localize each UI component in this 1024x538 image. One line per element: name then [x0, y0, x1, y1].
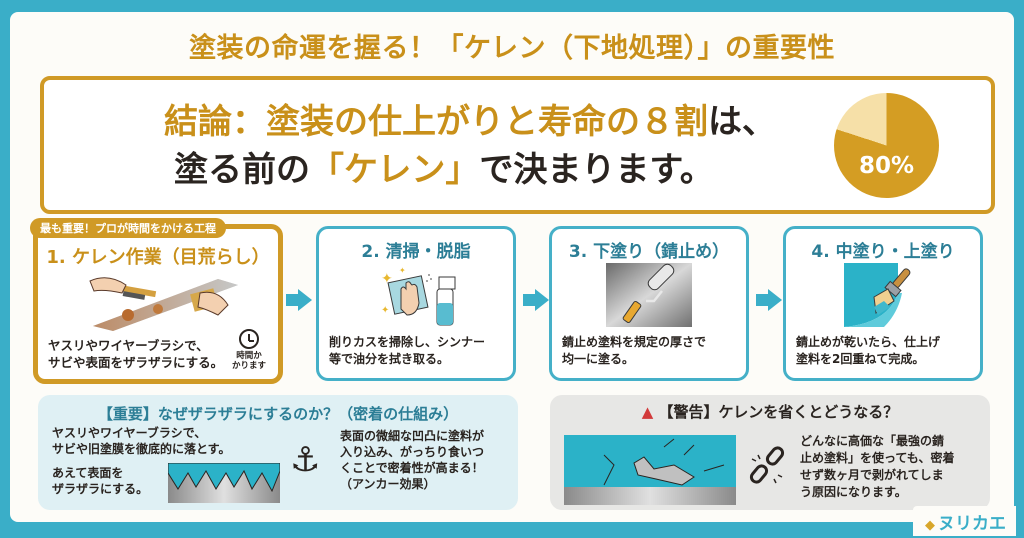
step-title: 4. 中塗り・上塗り — [811, 242, 955, 262]
why-text-2-line2: ザラザラにする。 — [52, 482, 149, 496]
arrow-right-icon — [286, 289, 312, 311]
step-desc-line1: 錆止め塗料を規定の厚さで — [562, 335, 707, 349]
most-important-badge: 最も重要！プロが時間をかける工程 — [30, 218, 226, 238]
why-text-1: ヤスリやワイヤーブラシで、 サビや旧塗膜を徹底的に落とす。 — [52, 425, 230, 457]
why-text-2: あえて表面を ザラザラにする。 — [52, 465, 148, 497]
rough-surface-illustration — [168, 463, 280, 503]
conclusion-line2-end: で決まります。 — [479, 150, 714, 190]
clock-icon — [239, 329, 259, 349]
step-description: 錆止め塗料を規定の厚さで 均一に塗る。 — [562, 334, 738, 368]
arrow-right-icon — [756, 289, 782, 311]
conclusion-text: 結論：塗装の仕上がりと寿命の８割は、 塗る前の「ケレン」で決まります。 — [164, 98, 776, 194]
warning-title-text: 【警告】ケレンを省くとどうなる？ — [658, 403, 899, 421]
peeling-paint-illustration — [564, 435, 736, 505]
step-description: 削りカスを掃除し、シンナー 等で油分を拭き取る。 — [329, 334, 505, 368]
time-note-line1: 時間か — [236, 351, 262, 361]
broken-chain-icon — [749, 446, 785, 484]
warning-panel: ▲ 【警告】ケレンを省くとどうなる？ どんなに高価な「最強の錆 止め塗料」を使っ… — [550, 395, 990, 510]
why-text-3-line2: 入り込み、がっちり食いつ — [340, 445, 485, 459]
step-desc-line1: ヤスリやワイヤーブラシで、 — [48, 338, 209, 353]
step-description: 錆止めが乾いたら、仕上げ 塗料を2回重ねて完成。 — [796, 334, 972, 368]
why-title: 【重要】なぜザラザラにするのか？（密着の仕組み） — [97, 405, 459, 423]
owl-mascot-icon: ◆ — [925, 518, 935, 533]
warning-text: どんなに高価な「最強の錆 止め塗料」を使っても、密着 せず数ヶ月で剥がれてしま … — [800, 433, 954, 501]
adhesion-mechanism-panel: 【重要】なぜザラザラにするのか？（密着の仕組み） ヤスリやワイヤーブラシで、 サ… — [38, 395, 518, 510]
why-text-3-line3: くことで密着性が高まる！ — [340, 461, 484, 475]
brand-logo: ◆ヌリカエ — [913, 506, 1016, 536]
step-4-card: 4. 中塗り・上塗り 錆止めが乾いたら、仕上げ 塗料を2回重ねて完成。 — [783, 226, 983, 381]
warning-icon: ▲ — [641, 403, 654, 421]
svg-text:✦: ✦ — [381, 305, 389, 316]
step-description: ヤスリやワイヤーブラシで、 サビや表面をザラザラにする。 — [48, 337, 270, 371]
why-text-1-line1: ヤスリやワイヤーブラシで、 — [52, 426, 207, 440]
why-text-1-line2: サビや旧塗膜を徹底的に落とす。 — [52, 442, 231, 456]
arrow-right-icon — [523, 289, 549, 311]
time-note-line2: かります — [231, 361, 266, 371]
why-text-3-line1: 表面の微細な凹凸に塗料が — [340, 429, 485, 443]
step-title: 3. 下塗り（錆止め） — [568, 242, 730, 262]
conclusion-line1-end: は、 — [708, 102, 776, 142]
why-text-2-line1: あえて表面を — [52, 466, 124, 480]
warning-title: ▲ 【警告】ケレンを省くとどうなる？ — [550, 401, 990, 422]
paint-roller-illustration — [606, 263, 692, 327]
why-text-3: 表面の微細な凹凸に塗料が 入り込み、がっちり食いつ くことで密着性が高まる！ （… — [340, 428, 484, 492]
svg-text:✦: ✦ — [399, 266, 406, 275]
cleaning-cloth-spray-illustration: ✦ ✦ ✦ — [381, 266, 456, 326]
brand-name: ヌリカエ — [938, 514, 1006, 534]
conclusion-line2-highlight: 「ケレン」 — [310, 150, 480, 190]
step-1-card: 1. ケレン作業（目荒らし） ヤスリやワイヤーブラシで、 サビや表面をザラザラに… — [33, 224, 283, 384]
anchor-icon: ⚓ — [290, 440, 321, 480]
paint-brush-illustration — [844, 263, 911, 327]
wire-brush-illustration — [89, 277, 238, 331]
conclusion-line1-highlight: 結論：塗装の仕上がりと寿命の８割 — [164, 102, 708, 142]
step-title: 1. ケレン作業（目荒らし） — [46, 247, 270, 268]
warning-text-line1: どんなに高価な「最強の錆 — [800, 434, 945, 448]
step-desc-line2: サビや表面をザラザラにする。 — [48, 355, 224, 370]
step-desc-line2: 等で油分を拭き取る。 — [329, 352, 450, 366]
step-2-card: 2. 清掃・脱脂 ✦ ✦ ✦ 削りカスを掃除し、シンナー 等で油分を拭き取る。 — [316, 226, 516, 381]
conclusion-box: 結論：塗装の仕上がりと寿命の８割は、 塗る前の「ケレン」で決まります。 80% — [40, 76, 995, 214]
pie-chart: 80% — [834, 93, 939, 198]
why-text-3-line4: （アンカー効果） — [340, 477, 436, 491]
step-3-card: 3. 下塗り（錆止め） 錆止め塗料を規定の厚さで 均一に塗る。 — [549, 226, 749, 381]
step-desc-line2: 塗料を2回重ねて完成。 — [796, 352, 925, 366]
step-title: 2. 清掃・脱脂 — [361, 242, 471, 262]
conclusion-line2-start: 塗る前の — [174, 150, 310, 190]
page-title: 塗装の命運を握る！「ケレン（下地処理）」の重要性 — [189, 33, 835, 64]
warning-text-line4: う原因になります。 — [800, 485, 907, 499]
warning-text-line2: 止め塗料」を使っても、密着 — [800, 451, 955, 465]
pie-label: 80% — [858, 153, 915, 179]
time-note: 時間か かります — [226, 329, 272, 371]
warning-text-line3: せず数ヶ月で剥がれてしま — [800, 468, 944, 482]
step-desc-line1: 錆止めが乾いたら、仕上げ — [796, 335, 941, 349]
step-desc-line1: 削りカスを掃除し、シンナー — [329, 335, 486, 349]
step-desc-line2: 均一に塗る。 — [562, 352, 635, 366]
